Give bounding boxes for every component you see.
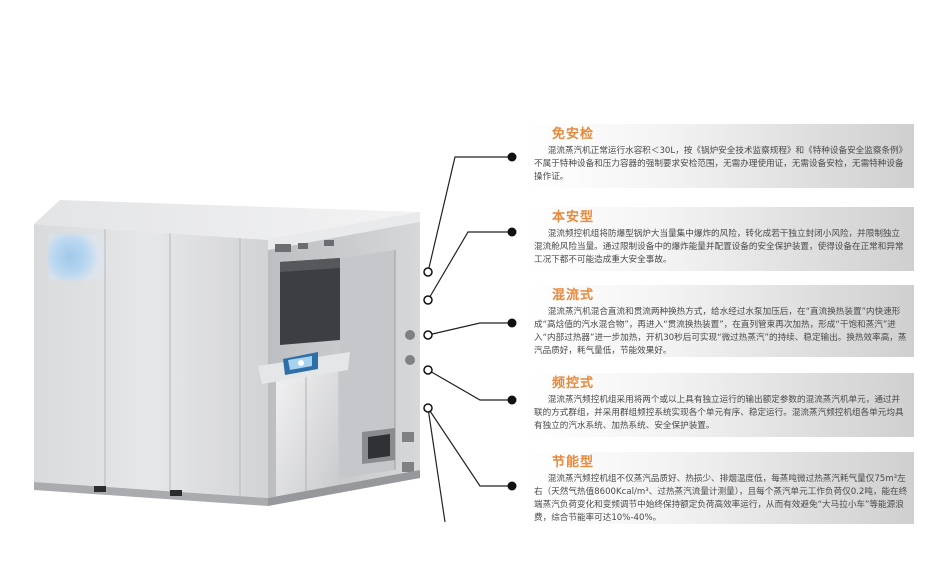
cabinet-opening [280,258,340,345]
feature-panel-frequency-control: 频控式 混流蒸汽频控机组采用将两个或以上具有独立运行的输出额定参数的混流蒸汽机单… [526,373,914,437]
connector-dot-2 [507,227,517,237]
cabinet-top [34,200,420,240]
feature-title: 频控式 [552,376,595,391]
feature-panel-exempt-inspection: 免安检 混流蒸汽机正常运行水容积＜30L，按《锅炉安全技术监察规程》和《特种设备… [526,124,914,188]
feature-title: 免安检 [552,127,595,142]
connector-dot-5 [507,481,517,491]
steam-generator-unit-illustration [34,200,420,506]
console-stand [276,366,338,498]
feature-description: 混流频控机组将防爆型锅炉大当量集中爆炸的风险，转化成若干独立封闭小风险，并限制独… [534,229,904,265]
cabinet-front [34,224,268,498]
feature-title: 本安型 [552,210,595,225]
feature-description: 混流蒸汽机正常运行水容积＜30L，按《锅炉安全技术监察规程》和《特种设备安全监察… [534,146,908,182]
blurred-logo-patch [48,234,104,280]
connector-dot-1 [507,152,517,162]
feature-title: 节能型 [552,455,595,470]
feature-panel-mixed-flow: 混流式 混流蒸汽机混合直流和贯流两种换热方式，给水经过水泵加压后，在“直流换热装… [526,285,914,357]
feature-description: 混流蒸汽频控机组采用将两个或以上具有独立运行的输出额定参数的混流蒸汽机单元，通过… [534,395,904,431]
feature-description: 混流蒸汽频控机组不仅蒸汽品质好、热损少、排烟温度低，每蒸吨微过热蒸汽耗气量仅75… [534,474,908,523]
feature-title: 混流式 [552,288,595,303]
feature-panel-energy-saving: 节能型 混流蒸汽频控机组不仅蒸汽品质好、热损少、排烟温度低，每蒸吨微过热蒸汽耗气… [526,452,914,524]
feature-panel-intrinsic-safety: 本安型 混流频控机组将防爆型锅炉大当量集中爆炸的风险，转化成若干独立封闭小风险，… [526,207,914,271]
feature-description: 混流蒸汽机混合直流和贯流两种换热方式，给水经过水泵加压后，在“直流换热装置”内快… [534,307,907,356]
connector-dot-4 [507,395,517,405]
connector-dot-3 [507,318,517,328]
